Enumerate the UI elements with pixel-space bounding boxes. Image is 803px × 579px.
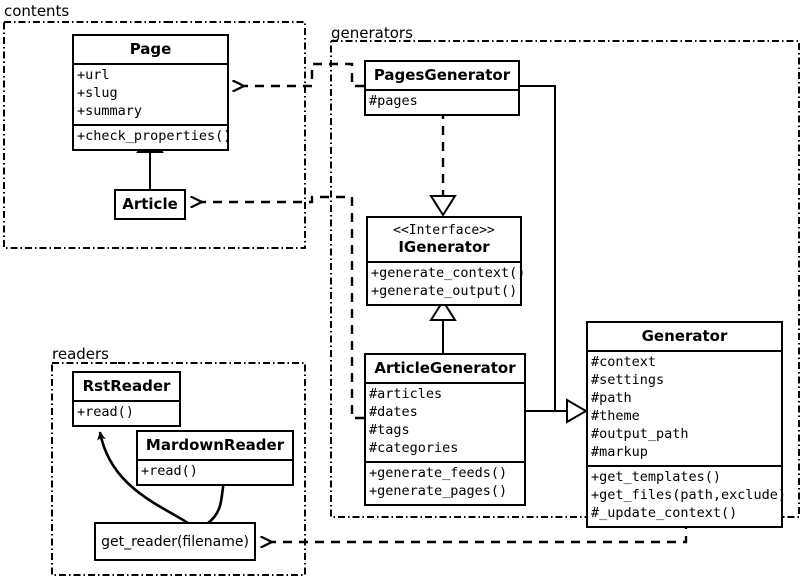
class-igenerator-title: <<Interface>> IGenerator [368, 218, 520, 261]
generalization-articlegenerator-to-generator [526, 398, 588, 424]
attribute: #markup [591, 444, 648, 461]
attribute: #articles [369, 386, 443, 403]
class-articlegenerator[interactable]: ArticleGenerator #articles #dates #tags … [364, 353, 526, 506]
attribute: #theme [591, 408, 640, 425]
class-mardownreader[interactable]: MardownReader +read() [136, 430, 294, 487]
class-generator-attributes: #context #settings #path #theme #output_… [588, 350, 781, 465]
class-articlegenerator-attributes: #articles #dates #tags #categories [366, 382, 524, 461]
class-article-title: Article [122, 195, 178, 213]
operation: +get_templates() [591, 468, 722, 485]
class-igenerator-operations: +generate_context() +generate_output() [368, 260, 526, 304]
class-generator-operations: +get_templates() +get_files(path,exclude… [588, 464, 787, 526]
class-rstreader[interactable]: RstReader +read() [72, 371, 181, 428]
operation: +read() [141, 463, 198, 480]
generalization-pagesgenerator-to-generator [519, 85, 567, 412]
class-igenerator-stereotype: <<Interface>> [393, 223, 495, 238]
class-pagesgenerator-title: PagesGenerator [373, 66, 511, 84]
class-rstreader-operations: +read() [74, 400, 179, 425]
attribute: #context [591, 354, 657, 371]
class-igenerator[interactable]: <<Interface>> IGenerator +generate_conte… [366, 216, 526, 306]
realization-articlegenerator-to-igenerator [429, 299, 457, 355]
attribute: #output_path [591, 426, 689, 443]
class-articlegenerator-title: ArticleGenerator [374, 359, 516, 377]
class-igenerator-name: IGenerator [398, 237, 490, 256]
class-page-attributes: +url +slug +summary [74, 63, 227, 124]
function-box-get-reader[interactable]: get_reader(filename) [94, 522, 256, 561]
function-box-get-reader-label: get_reader(filename) [101, 533, 249, 550]
attribute: #tags [369, 422, 410, 439]
class-page[interactable]: Page +url +slug +summary +check_properti… [72, 34, 232, 152]
class-rstreader-title: RstReader [82, 377, 171, 395]
attribute: +url [77, 67, 110, 84]
class-pagesgenerator[interactable]: PagesGenerator #pages [364, 60, 520, 117]
realization-pagesgenerator-to-igenerator [429, 110, 457, 217]
class-generator[interactable]: Generator #context #settings #path #them… [586, 321, 787, 528]
attribute: #dates [369, 404, 418, 421]
operation: +check_properties() [77, 128, 232, 145]
class-page-operations: +check_properties() [74, 124, 232, 149]
attribute: #categories [369, 440, 459, 457]
attribute: +summary [77, 103, 143, 120]
operation: #_update_context() [591, 504, 738, 521]
class-generator-title: Generator [641, 327, 728, 345]
operation: +generate_output() [371, 282, 518, 299]
attribute: #pages [369, 93, 418, 110]
attribute: +slug [77, 85, 118, 102]
attribute: #path [591, 390, 632, 407]
operation: +generate_pages() [369, 483, 508, 500]
operation: +get_files(path,exclude) [591, 486, 787, 503]
package-label-contents: contents [4, 2, 70, 20]
dependency-articlegenerator-to-article [202, 195, 364, 420]
class-mardownreader-operations: +read() [138, 459, 292, 484]
operation: +read() [77, 404, 134, 421]
package-label-readers: readers [52, 345, 109, 363]
dependency-pagesgenerator-to-page [244, 62, 364, 86]
operation: +generate_context() [371, 264, 526, 281]
class-articlegenerator-operations: +generate_feeds() +generate_pages() [366, 461, 524, 504]
attribute: #settings [591, 372, 665, 389]
package-label-generators: generators [331, 24, 413, 42]
operation: +generate_feeds() [369, 465, 508, 482]
class-article[interactable]: Article [114, 189, 186, 221]
class-pagesgenerator-attributes: #pages [366, 89, 518, 114]
class-mardownreader-title: MardownReader [145, 436, 285, 454]
class-page-title: Page [129, 40, 172, 58]
